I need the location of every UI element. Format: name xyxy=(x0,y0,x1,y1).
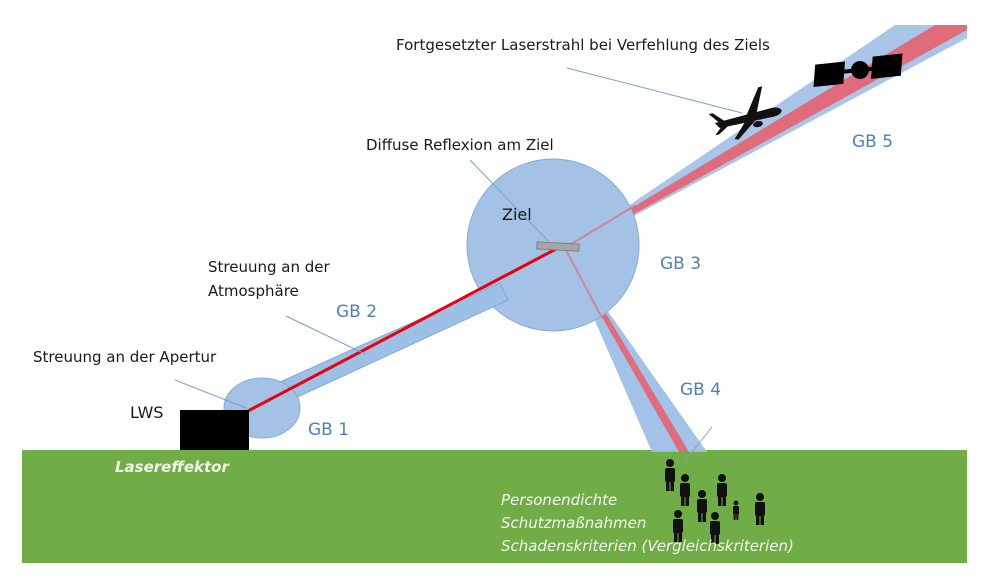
laser-beam xyxy=(247,247,557,413)
satellite-icon xyxy=(813,53,903,87)
person-icon xyxy=(665,459,675,491)
zone-label-gb2: GB 2 xyxy=(336,302,378,322)
person-icon xyxy=(673,510,683,542)
label-atmosphere-scatter-2: Atmosphäre xyxy=(208,282,299,300)
person-icon xyxy=(717,474,727,506)
criteria-protective-measures: Schutzmaßnahmen xyxy=(501,514,647,532)
criteria-person-density: Personendichte xyxy=(501,491,618,509)
gb4-beam-inside-circle xyxy=(565,249,603,319)
leader-aperture xyxy=(174,379,247,409)
person-icon xyxy=(680,474,690,506)
label-laser-effector: Lasereffektor xyxy=(115,458,229,476)
label-diffuse-reflection: Diffuse Reflexion am Ziel xyxy=(366,136,554,154)
label-atmosphere-scatter-1: Streuung an der xyxy=(208,258,330,276)
label-continued-beam: Fortgesetzter Laserstrahl bei Verfehlung… xyxy=(396,36,770,54)
zone-label-gb4: GB 4 xyxy=(680,380,722,400)
zone-label-gb1: GB 1 xyxy=(308,420,350,440)
person-icon xyxy=(755,493,765,525)
leader-gb4 xyxy=(683,426,713,463)
gb5-beam-core xyxy=(572,25,967,247)
emitter-box xyxy=(180,410,249,450)
label-target: Ziel xyxy=(502,205,532,224)
gb5-beam-inside-circle xyxy=(567,204,637,247)
label-emitter: LWS xyxy=(130,403,164,422)
zone-label-gb5: GB 5 xyxy=(852,132,894,152)
ground-band xyxy=(22,450,967,563)
criteria-damage-criteria: Schadenskriterien (Vergleichskriterien) xyxy=(501,537,794,555)
airplane-icon xyxy=(708,86,782,140)
people-group xyxy=(665,459,765,544)
leader-atmosphere xyxy=(285,315,366,355)
person-icon xyxy=(710,512,720,544)
person-icon xyxy=(733,500,739,520)
target-plate xyxy=(536,241,580,252)
leader-continued-beam xyxy=(566,67,743,114)
person-icon xyxy=(697,490,707,522)
leader-diffuse-reflection xyxy=(469,159,551,244)
zone-label-gb3: GB 3 xyxy=(660,254,702,274)
label-aperture-scatter: Streuung an der Apertur xyxy=(33,348,217,366)
